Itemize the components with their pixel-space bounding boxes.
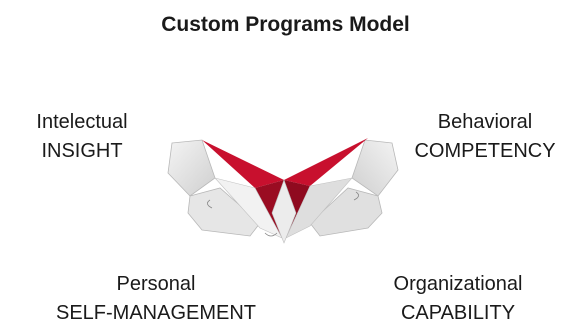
- label-organizational-capability: Organizational CAPABILITY: [358, 270, 558, 328]
- label-intellectual-insight: Intelectual INSIGHT: [12, 108, 152, 166]
- label-personal-self-management: Personal SELF-MANAGEMENT: [36, 270, 276, 328]
- quadrant-tl-line1: Intelectual: [36, 111, 128, 133]
- folded-paper-butterfly-icon: [167, 138, 399, 244]
- diagram-title: Custom Programs Model: [161, 13, 410, 36]
- quadrant-br-line1: Organizational: [393, 273, 523, 295]
- quadrant-tl-line2: INSIGHT: [41, 140, 123, 162]
- quadrant-br-line2: CAPABILITY: [400, 302, 516, 324]
- quadrant-bl-line1: Personal: [116, 273, 196, 295]
- quadrant-tr-line1: Behavioral: [437, 111, 533, 133]
- quadrant-bl-line2: SELF-MANAGEMENT: [55, 302, 257, 324]
- quadrant-tr-line2: COMPETENCY: [414, 140, 556, 162]
- label-behavioral-competency: Behavioral COMPETENCY: [405, 108, 565, 166]
